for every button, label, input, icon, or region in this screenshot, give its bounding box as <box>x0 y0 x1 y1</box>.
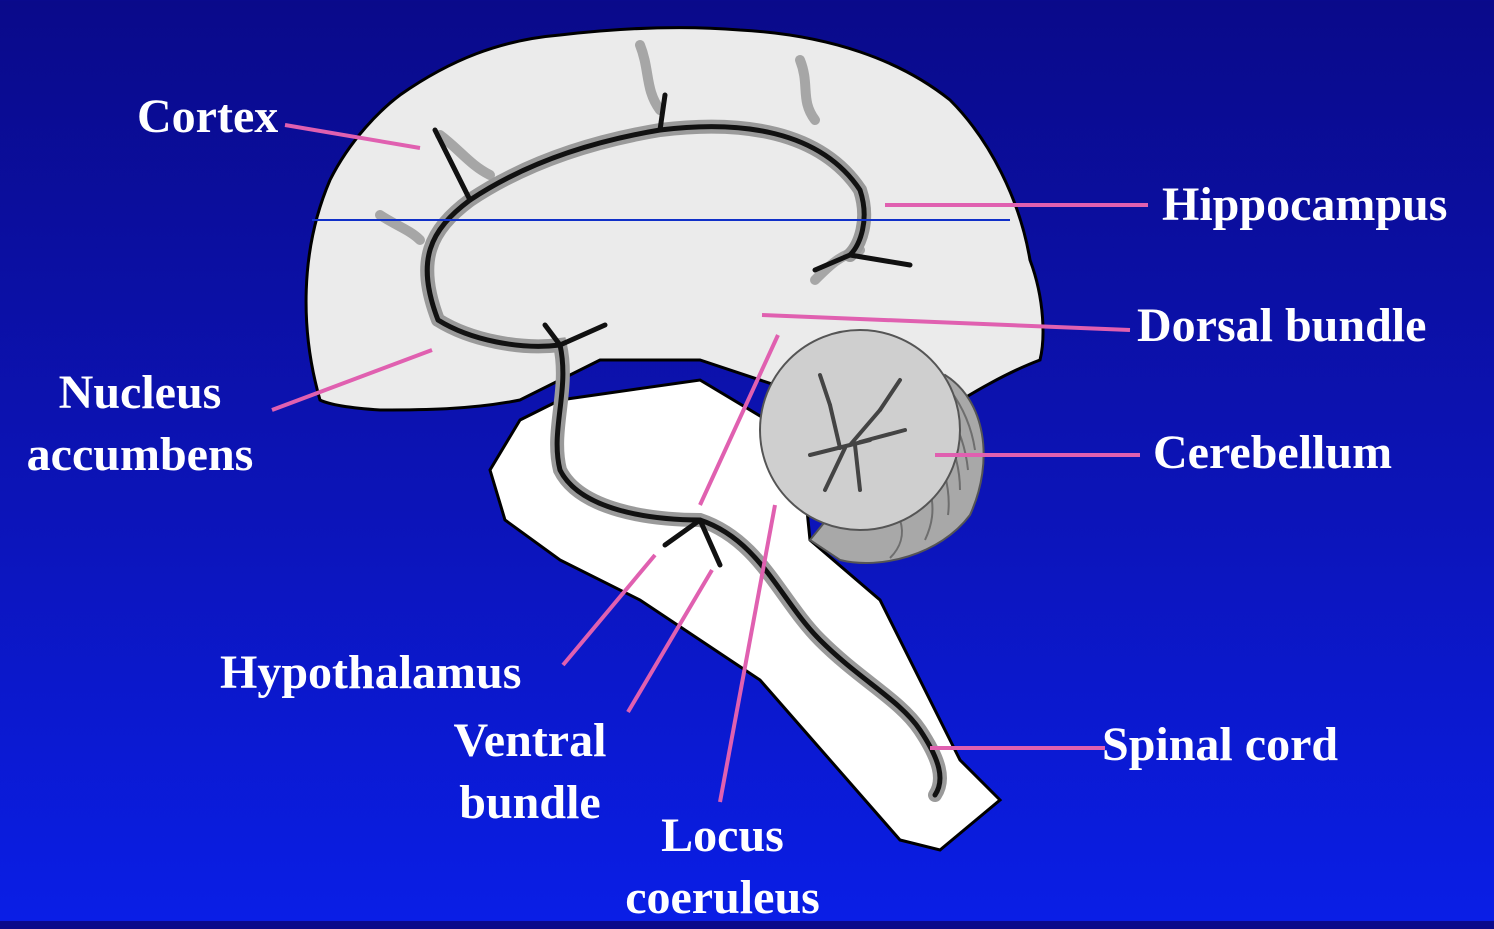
label-hypothalamus: Hypothalamus <box>220 642 521 704</box>
label-locus-coeruleus: Locus coeruleus <box>600 805 845 929</box>
label-cerebellum: Cerebellum <box>1153 422 1392 484</box>
label-locus-coeruleus-line2: coeruleus <box>600 867 845 929</box>
label-dorsal-bundle: Dorsal bundle <box>1137 295 1426 357</box>
label-nucleus-accumbens: Nucleus accumbens <box>20 362 260 486</box>
label-locus-coeruleus-line1: Locus <box>600 805 845 867</box>
label-ventral-bundle-line1: Ventral <box>425 710 635 772</box>
label-cortex: Cortex <box>137 86 278 148</box>
label-nucleus-accumbens-line2: accumbens <box>20 424 260 486</box>
label-nucleus-accumbens-line1: Nucleus <box>20 362 260 424</box>
label-hippocampus: Hippocampus <box>1162 174 1447 236</box>
label-spinal-cord: Spinal cord <box>1102 714 1338 776</box>
